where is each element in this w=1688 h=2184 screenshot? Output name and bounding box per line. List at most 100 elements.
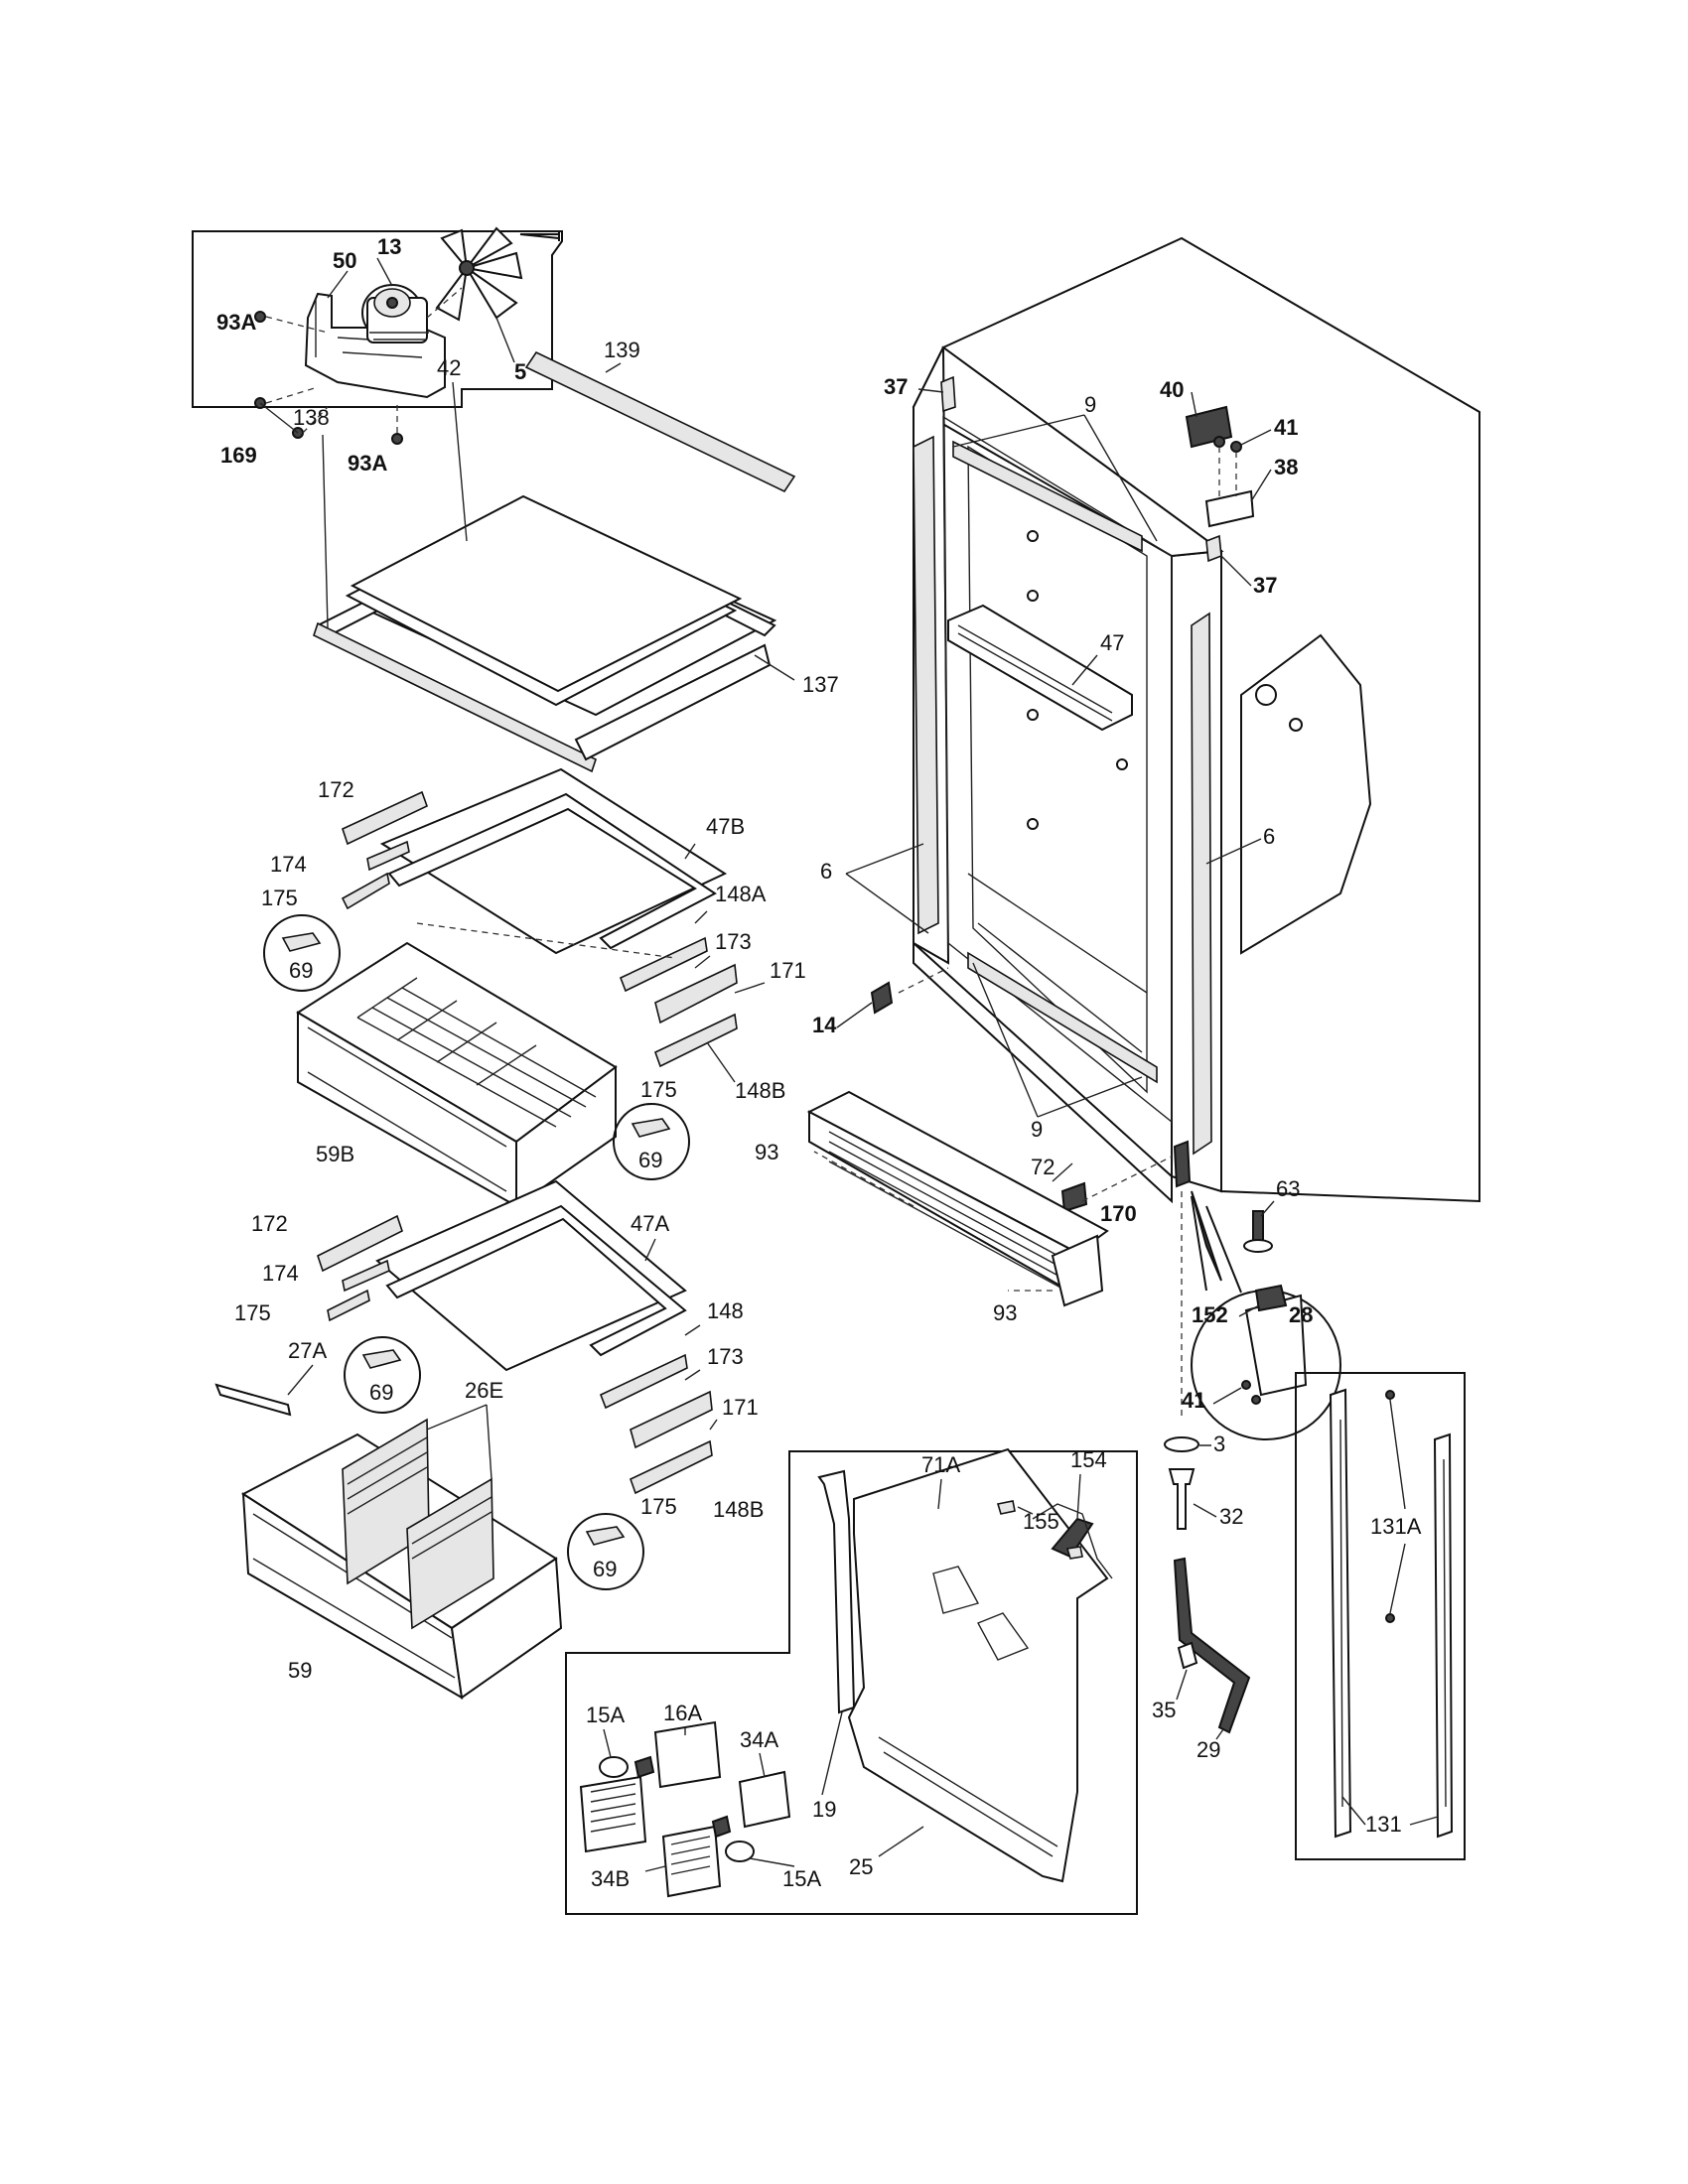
callout-50: 50 [333,248,356,273]
clip-69-callout: 69 [344,1336,421,1414]
screw-icon [254,311,266,323]
drawer-slide-27A [214,1383,292,1417]
callout-174: 174 [262,1261,299,1286]
pantry-drawer-59B [296,941,618,1208]
callout-14: 14 [812,1013,837,1037]
clip-69-callout: 69 [263,914,341,992]
callout-37: 37 [1253,573,1277,598]
callout-5: 5 [514,359,526,384]
callout-71A: 71A [921,1452,960,1477]
callout-38: 38 [1274,455,1298,479]
lower-crisper-assembly: 172 47A 174 175 148 173 27A 26E 171 175 … [214,1179,764,1700]
callout-16A: 16A [663,1701,702,1725]
callout-19: 19 [812,1797,836,1822]
callout-47A: 47A [631,1211,669,1236]
callout-15A: 15A [782,1866,821,1891]
front-shelf-trim [313,621,597,773]
callout-172: 172 [318,777,354,802]
callout-131A: 131A [1370,1514,1422,1539]
kick-grille-72 [806,1090,1109,1307]
callout-93A: 93A [348,451,387,476]
light-switch-14 [870,981,894,1015]
top-shelf-assembly: 42 139 138 137 [293,338,839,773]
rail-131-right [1433,1433,1454,1839]
callout-172: 172 [251,1211,288,1236]
callout-6: 6 [1263,824,1275,849]
callout-170: 170 [1100,1201,1137,1226]
callout-29: 29 [1196,1737,1220,1762]
door-seal-9 [952,440,1143,553]
clip-155 [996,1500,1016,1515]
callout-148: 148 [707,1298,744,1323]
callout-131: 131 [1365,1812,1402,1837]
clip-69-callout: 69 [567,1513,644,1590]
callout-93A: 93A [216,310,256,335]
hinge-cap-37 [940,375,956,413]
screw-icon [391,433,403,445]
pin-32 [1168,1468,1196,1530]
socket-34A [738,1770,791,1829]
callout-41: 41 [1274,415,1298,440]
interior-light-inset: 15A 16A 34A 34B 15A 19 25 71A 154 155 [565,1447,1138,1915]
callout-42: 42 [437,355,461,380]
trim-19 [817,1469,856,1714]
callout-93: 93 [755,1140,778,1164]
upper-pantry-assembly: 172 47B 174 175 148A 173 171 175 148B 59… [261,767,806,1208]
callout-139: 139 [604,338,640,362]
motor-bracket [304,292,446,399]
callout-59: 59 [288,1658,312,1683]
callout-47: 47 [1100,630,1124,655]
panel-25 [847,1447,1109,1883]
hinge-bracket [1173,1140,1192,1188]
socket-16A [653,1720,722,1789]
callout-155: 155 [1023,1509,1059,1534]
wire-154 [1051,1517,1094,1559]
shelf-bracket-172 [342,790,428,846]
washer-3 [1164,1436,1199,1452]
top-hinge [1185,405,1255,528]
callout-137: 137 [802,672,839,697]
shelf-rail-inset: 131A 131 [1295,1372,1466,1860]
hinge-38 [1204,489,1255,528]
callout-40: 40 [1160,377,1184,402]
part-170 [1060,1181,1088,1213]
callout-175: 175 [261,886,298,910]
callout-26E: 26E [465,1378,503,1403]
callout-63: 63 [1276,1176,1300,1201]
callout-154: 154 [1070,1447,1107,1472]
callout-27A: 27A [288,1338,327,1363]
clamp-35 [1177,1641,1198,1670]
callout-174: 174 [270,852,307,877]
callout-175: 175 [640,1494,677,1519]
fan-motor-inset: 93A 50 13 5 169 93A [192,226,563,476]
callout-169: 169 [220,443,257,468]
rail-inset-frame [1295,1372,1466,1860]
callout-171: 171 [722,1395,759,1420]
crisper-drawer-59 [241,1418,563,1700]
svg-text:69: 69 [369,1380,393,1405]
svg-text:69: 69 [289,958,313,983]
callout-28: 28 [1289,1302,1313,1327]
svg-text:69: 69 [638,1148,662,1172]
door-seal-6 [913,435,939,935]
rail-131-left [1329,1388,1352,1839]
fan-blade [435,226,523,322]
callout-25: 25 [849,1854,873,1879]
callout-148B: 148B [713,1497,764,1522]
callout-72: 72 [1031,1155,1055,1179]
callout-34B: 34B [591,1866,630,1891]
callout-148B: 148B [735,1078,785,1103]
callout-173: 173 [715,929,752,954]
rear-shelf-trim [524,350,796,493]
callout-59B: 59B [316,1142,354,1166]
callout-138: 138 [293,405,330,430]
callout-173: 173 [707,1344,744,1369]
callout-35: 35 [1152,1698,1176,1722]
callout-175: 175 [234,1300,271,1325]
callout-9: 9 [1031,1117,1043,1142]
cabinet-assembly: 37 9 40 41 38 37 47 6 6 14 9 93 72 170 9… [755,236,1480,1762]
bulb-15A [599,1756,629,1778]
callout-13: 13 [377,234,401,259]
callout-9: 9 [1084,392,1096,417]
